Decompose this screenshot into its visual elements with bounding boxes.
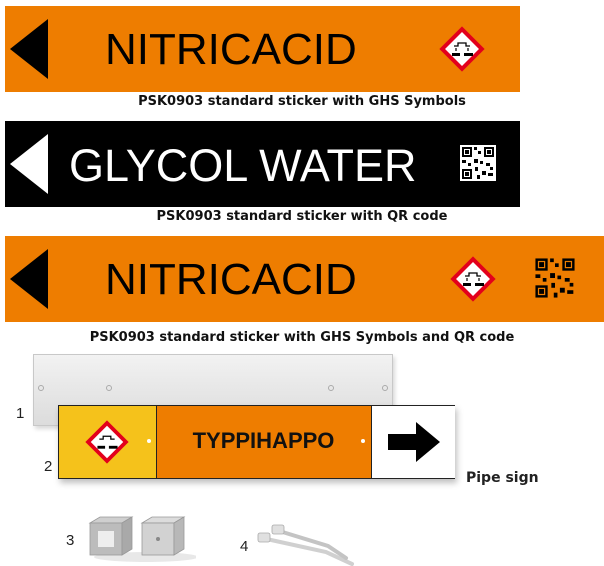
rivet-hole bbox=[106, 385, 112, 391]
cable-tie-icon bbox=[257, 524, 354, 566]
sticker-text: NITRICACID bbox=[105, 25, 357, 74]
arrow-left-icon bbox=[10, 249, 48, 309]
ghs-corrosive-icon bbox=[439, 26, 485, 72]
ghs-corrosive-icon bbox=[85, 420, 129, 464]
pipe-sign-text: TYPPIHAPPO bbox=[192, 428, 335, 453]
bracket-icon bbox=[88, 516, 196, 562]
ghs-corrosive-icon bbox=[450, 256, 496, 302]
sticker-qr: GLYCOL WATER bbox=[5, 121, 520, 207]
sticker-ghs: NITRICACID bbox=[5, 6, 520, 92]
caption-qr: PSK0903 standard sticker with QR code bbox=[156, 209, 448, 224]
rivet-hole bbox=[147, 439, 151, 443]
sticker-ghs-qr: NITRICACID bbox=[5, 236, 604, 322]
part-number: 2 bbox=[44, 458, 53, 475]
caption-ghs: PSK0903 standard sticker with GHS Symbol… bbox=[138, 94, 466, 109]
arrow-left-icon bbox=[10, 19, 48, 79]
rivet-hole bbox=[38, 385, 44, 391]
part-number: 3 bbox=[66, 532, 75, 549]
caption-ghs-qr: PSK0903 standard sticker with GHS Symbol… bbox=[89, 330, 515, 345]
pipe-sign-arrow-panel bbox=[371, 406, 455, 478]
arrow-right-icon bbox=[388, 422, 440, 462]
part-number: 4 bbox=[240, 538, 249, 555]
pipe-sign-ghs-panel bbox=[59, 406, 157, 478]
pipe-sign-label: Pipe sign bbox=[466, 470, 539, 486]
qr-code-icon bbox=[460, 145, 496, 181]
part-number: 1 bbox=[16, 405, 25, 422]
sticker-text: NITRICACID bbox=[105, 255, 357, 304]
sticker-text: GLYCOL WATER bbox=[69, 140, 417, 191]
rivet-hole bbox=[328, 385, 334, 391]
qr-code-icon bbox=[533, 256, 577, 300]
arrow-left-icon bbox=[10, 134, 48, 194]
rivet-hole bbox=[361, 439, 365, 443]
rivet-hole bbox=[382, 385, 388, 391]
pipe-sign: TYPPIHAPPO bbox=[58, 405, 455, 479]
